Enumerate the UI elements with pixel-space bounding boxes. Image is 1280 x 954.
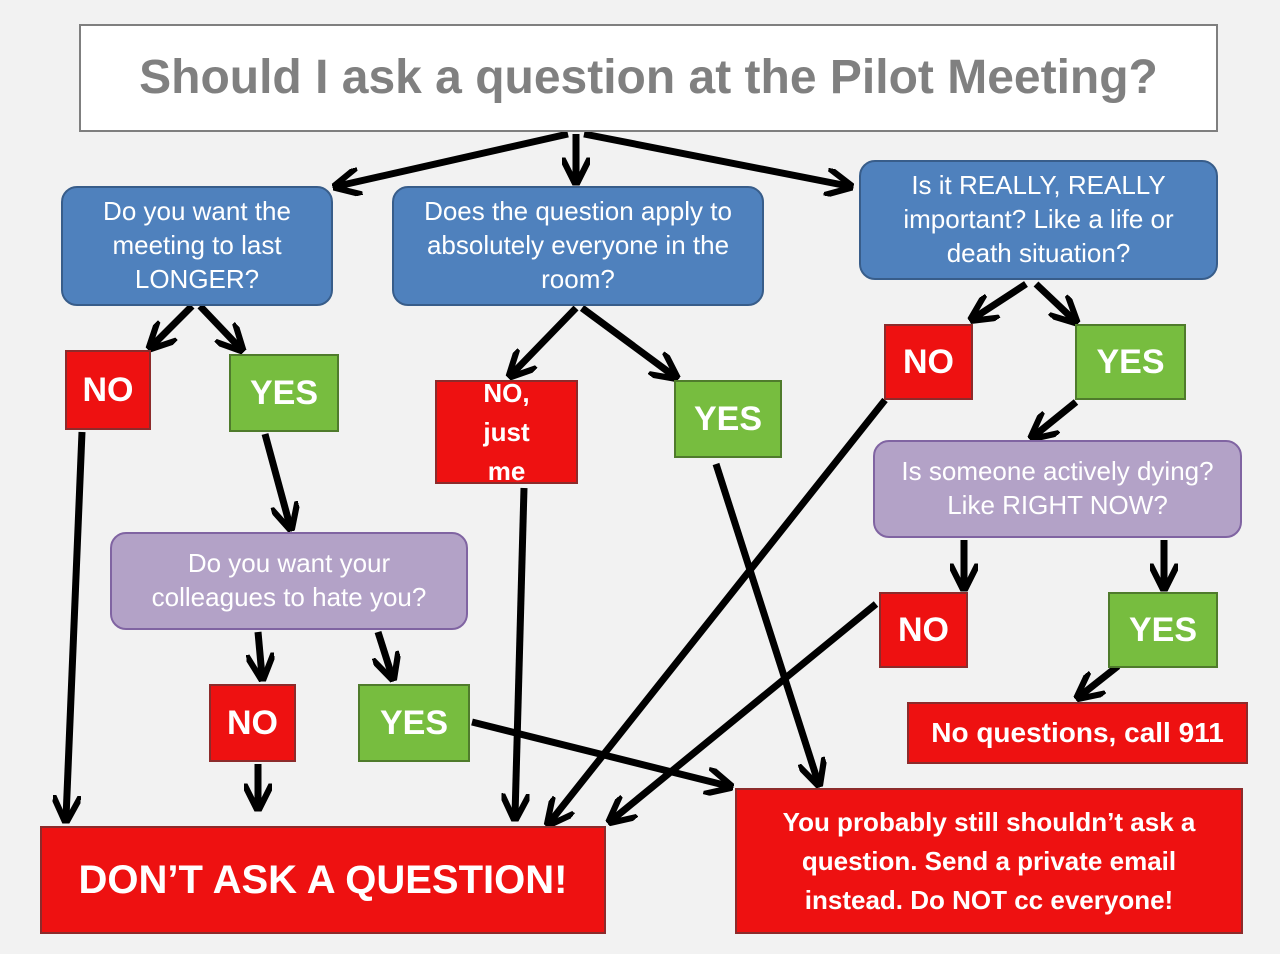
answer-yes-longer: YES [229, 354, 339, 432]
arrow-longer-to-no [152, 303, 195, 346]
arrow-important-to-no [974, 281, 1028, 318]
arrow-important-yes-to-dying [1034, 399, 1079, 436]
arrow-apply-to-yes [579, 305, 674, 376]
answer-yes-dying: YES [1108, 592, 1218, 668]
arrow-longer-no-to-dontask [66, 431, 86, 818]
arrow-important-no-to-dontask [550, 397, 888, 822]
arrow-longer-to-yes [197, 303, 240, 348]
answer-no-longer: NO [65, 350, 151, 430]
page-title: Should I ask a question at the Pilot Mee… [79, 24, 1218, 132]
arrow-longer-yes-to-hate [261, 433, 290, 526]
outcome-call-911: No questions, call 911 [907, 702, 1248, 764]
question-meeting-longer: Do you want the meeting to last LONGER? [61, 186, 333, 306]
arrow-dying-yes-to-911 [1080, 663, 1121, 696]
answer-yes-applies: YES [674, 380, 782, 458]
arrow-apply-to-nojustme [512, 305, 579, 374]
answer-no-dying: NO [879, 592, 968, 668]
arrow-hate-to-yes [378, 630, 392, 676]
outcome-private-email: You probably still shouldn’t ask a quest… [735, 788, 1243, 934]
outcome-dont-ask: DON’T ASK A QUESTION! [40, 826, 606, 934]
answer-yes-hate: YES [358, 684, 470, 762]
arrow-important-to-yes [1033, 281, 1074, 320]
answer-no-important: NO [884, 324, 973, 400]
arrow-apply-yes-to-email [712, 462, 818, 782]
answer-yes-important: YES [1075, 324, 1186, 400]
question-really-important: Is it REALLY, REALLY important? Like a l… [859, 160, 1218, 280]
question-colleagues-hate: Do you want your colleagues to hate you? [110, 532, 468, 630]
arrow-hate-to-no [258, 631, 262, 676]
answer-no-hate: NO [209, 684, 296, 762]
arrow-nojustme-to-dontask [515, 487, 524, 816]
question-applies-everyone: Does the question apply to absolutely ev… [392, 186, 764, 306]
arrow-dying-no-to-dontask [612, 601, 879, 820]
arrow-title-to-longer [338, 130, 569, 186]
answer-no-just-me: NO, just me [435, 378, 578, 486]
question-someone-dying: Is someone actively dying? Like RIGHT NO… [873, 440, 1242, 538]
arrow-title-to-important [583, 130, 848, 186]
